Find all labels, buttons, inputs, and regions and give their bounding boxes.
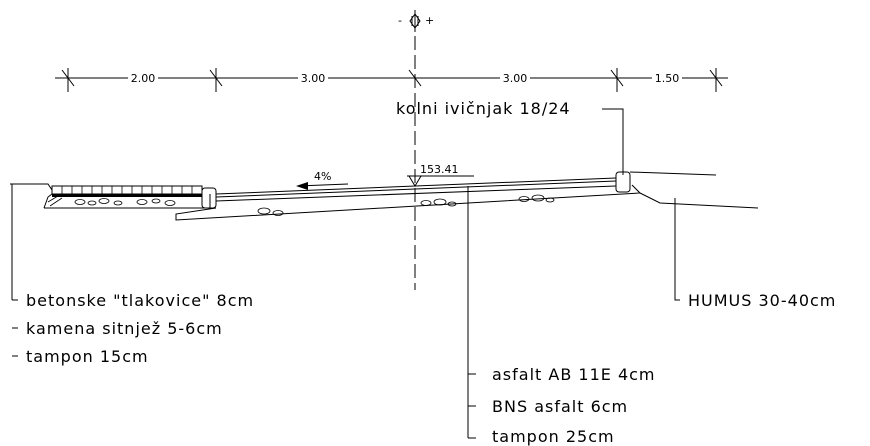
slope-label: 4% bbox=[314, 170, 331, 183]
road-layer-2: BNS asfalt 6cm bbox=[492, 397, 628, 416]
humus-label: HUMUS 30-40cm bbox=[688, 291, 836, 310]
axis-plus: + bbox=[425, 14, 434, 27]
slope-arrow: 4% bbox=[296, 170, 349, 190]
sidewalk-layer-3: tampon 15cm bbox=[26, 347, 149, 366]
sidewalk-layer-1: betonske "tlakovice" 8cm bbox=[26, 291, 254, 310]
dimension-1: 2.00 bbox=[131, 72, 156, 85]
dimension-line: 2.00 3.00 3.00 1.50 bbox=[55, 68, 728, 92]
road-layer-3: tampon 25cm bbox=[492, 427, 615, 446]
sidewalk-layer-2: kamena sitnjež 5-6cm bbox=[26, 319, 223, 338]
dimension-3: 3.00 bbox=[503, 72, 528, 85]
road-layers-list: asfalt AB 11E 4cm BNS asfalt 6cm tampon … bbox=[468, 365, 656, 446]
dimension-2: 3.00 bbox=[301, 72, 326, 85]
terrain-left bbox=[10, 183, 53, 191]
elevation-marker: 153.41 bbox=[407, 163, 474, 187]
curb-label-group: kolni ivičnjak 18/24 bbox=[396, 99, 624, 175]
road-structure bbox=[175, 177, 642, 221]
sidewalk bbox=[43, 185, 211, 209]
curb-left bbox=[201, 187, 217, 209]
terrain-right bbox=[629, 171, 717, 176]
dimension-4: 1.50 bbox=[655, 72, 680, 85]
elevation-label: 153.41 bbox=[420, 163, 459, 176]
axis-minus: - bbox=[398, 14, 402, 27]
curb-right bbox=[615, 171, 631, 193]
curb-label: kolni ivičnjak 18/24 bbox=[396, 99, 571, 118]
axis-symbol: - + bbox=[398, 10, 434, 32]
road-layer-1: asfalt AB 11E 4cm bbox=[492, 365, 656, 384]
sidewalk-layers-list: betonske "tlakovice" 8cm kamena sitnjež … bbox=[12, 291, 254, 366]
